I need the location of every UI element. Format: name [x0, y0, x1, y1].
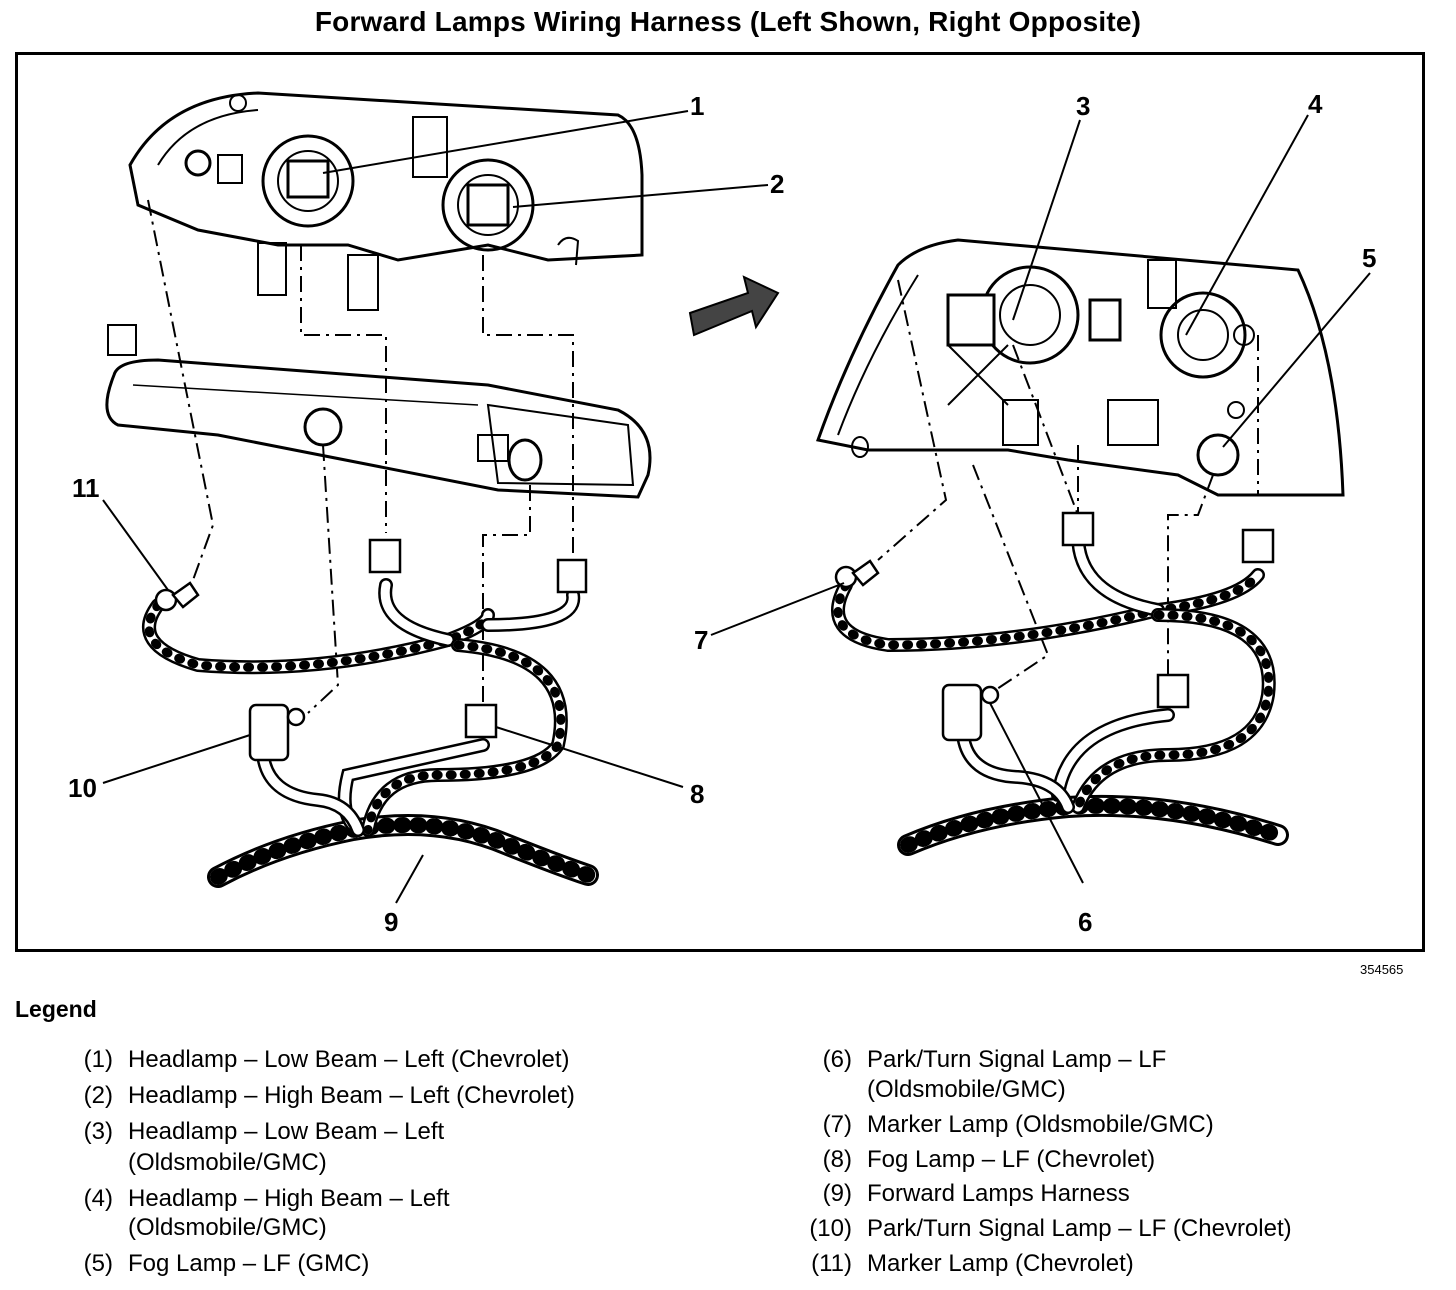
oldsmobile-gmc-connection-leaders — [877, 279, 1259, 696]
callout-1: 1 — [690, 91, 704, 121]
wiring-illustration: 1 2 3 4 5 6 7 8 9 10 11 — [68, 89, 1376, 937]
callout-10: 10 — [68, 773, 97, 803]
diagram-frame: 1 2 3 4 5 6 7 8 9 10 11 — [15, 52, 1425, 952]
chevrolet-connection-leaders — [147, 199, 574, 714]
chevrolet-bumper-lamp — [105, 324, 652, 499]
callout-leader-lines — [102, 110, 1371, 904]
callout-3: 3 — [1076, 91, 1090, 121]
callout-2: 2 — [770, 169, 784, 199]
chevrolet-harness — [142, 578, 599, 888]
callout-8: 8 — [690, 779, 704, 809]
diagram-title: Forward Lamps Wiring Harness (Left Shown… — [314, 6, 1142, 37]
chevrolet-connectors — [154, 538, 588, 762]
oldsmobile-gmc-connectors — [834, 511, 1275, 742]
callout-7: 7 — [694, 625, 708, 655]
figure-number: 354565 — [1360, 962, 1404, 977]
oldsmobile-gmc-harness — [831, 528, 1289, 856]
callout-6: 6 — [1078, 907, 1092, 937]
oldsmobile-gmc-headlamp-housing — [816, 238, 1345, 497]
view-direction-arrow — [688, 275, 780, 337]
callout-11: 11 — [72, 473, 100, 503]
callout-5: 5 — [1362, 243, 1376, 273]
callout-9: 9 — [384, 907, 398, 937]
callout-4: 4 — [1308, 89, 1323, 119]
legend-heading: Legend — [15, 996, 97, 1022]
callout-numbers: 1 2 3 4 5 6 7 8 9 10 11 — [68, 89, 1376, 937]
